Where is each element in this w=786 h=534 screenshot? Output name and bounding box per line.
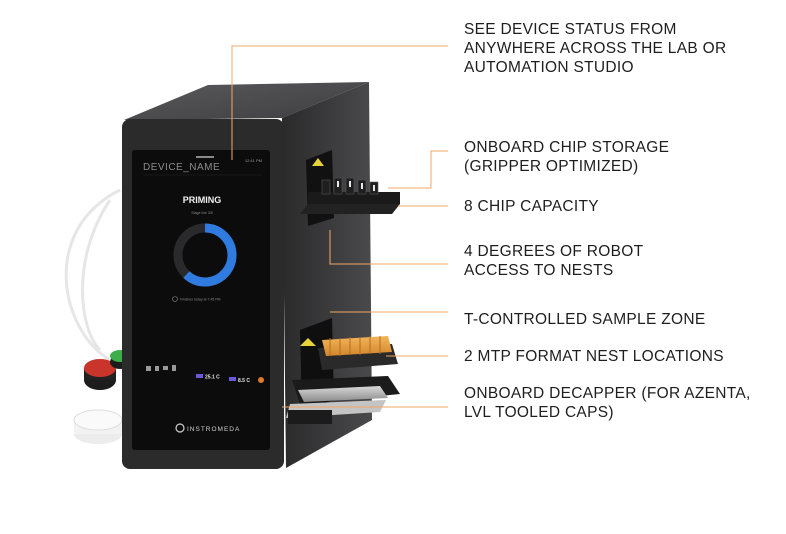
folder-icon bbox=[163, 366, 168, 370]
callout-line: 8 CHIP CAPACITY bbox=[464, 198, 599, 215]
device-screen: DEVICE_NAME 12:41 PM PRIMING Stage line … bbox=[132, 150, 270, 450]
bottle-caps bbox=[73, 350, 130, 444]
screen-status-bar bbox=[146, 365, 264, 383]
leader-lines bbox=[231, 45, 448, 408]
home-icon bbox=[146, 366, 151, 371]
lock-icon bbox=[155, 366, 159, 371]
brand-name: INSTROMEDA bbox=[187, 426, 240, 433]
callout-line: T-CONTROLLED SAMPLE ZONE bbox=[464, 311, 706, 328]
callout-robot-access: 4 DEGREES OF ROBOT ACCESS TO NESTS bbox=[464, 242, 643, 280]
alert-icon bbox=[258, 377, 264, 383]
progress-ring bbox=[173, 223, 237, 287]
callout-chip-capacity: 8 CHIP CAPACITY bbox=[464, 197, 599, 216]
leader-chip-storage bbox=[388, 150, 448, 189]
leader-device-status bbox=[231, 45, 448, 160]
leader-robot-access bbox=[329, 230, 448, 265]
callout-line: ANYWHERE ACROSS THE LAB OR bbox=[464, 40, 727, 57]
callout-line: SEE DEVICE STATUS FROM bbox=[464, 21, 677, 38]
screen-status: PRIMING bbox=[183, 195, 222, 205]
callout-line: 4 DEGREES OF ROBOT bbox=[464, 243, 644, 260]
callout-line: ACCESS TO NESTS bbox=[464, 262, 614, 279]
screen-readout-1: 25.1 C bbox=[205, 375, 220, 381]
screen-readout-2: 8.5 C bbox=[238, 378, 250, 384]
clock-icon bbox=[172, 296, 178, 302]
callout-chip-storage: ONBOARD CHIP STORAGE (GRIPPER OPTIMIZED) bbox=[464, 138, 669, 176]
callout-line: ONBOARD DECAPPER (FOR AZENTA, bbox=[464, 385, 751, 402]
tools-icon bbox=[172, 365, 176, 371]
callout-line: 2 MTP FORMAT NEST LOCATIONS bbox=[464, 348, 724, 365]
callout-line: ONBOARD CHIP STORAGE bbox=[464, 139, 670, 156]
brand-logo-icon bbox=[175, 423, 185, 433]
callout-line: LVL TOOLED CAPS) bbox=[464, 404, 614, 421]
thermo-icon-1 bbox=[196, 374, 203, 378]
callout-sample-zone: T-CONTROLLED SAMPLE ZONE bbox=[464, 310, 705, 329]
callout-decapper: ONBOARD DECAPPER (FOR AZENTA, LVL TOOLED… bbox=[464, 384, 751, 422]
chip-storage bbox=[300, 150, 400, 226]
screen-finish-note: Finishes today at 7:45 PM bbox=[180, 298, 221, 302]
thermo-icon-2 bbox=[229, 377, 236, 381]
callout-line: AUTOMATION STUDIO bbox=[464, 59, 634, 76]
callout-device-status: SEE DEVICE STATUS FROM ANYWHERE ACROSS T… bbox=[464, 20, 726, 77]
sample-zone bbox=[286, 318, 400, 424]
callout-nest-locations: 2 MTP FORMAT NEST LOCATIONS bbox=[464, 347, 724, 366]
screen-sub-status: Stage line 3/5 bbox=[191, 211, 212, 215]
callout-line: (GRIPPER OPTIMIZED) bbox=[464, 158, 639, 175]
screen-device-name: DEVICE_NAME bbox=[143, 162, 220, 173]
background-cables bbox=[64, 188, 121, 362]
screen-time: 12:41 PM bbox=[245, 158, 262, 163]
